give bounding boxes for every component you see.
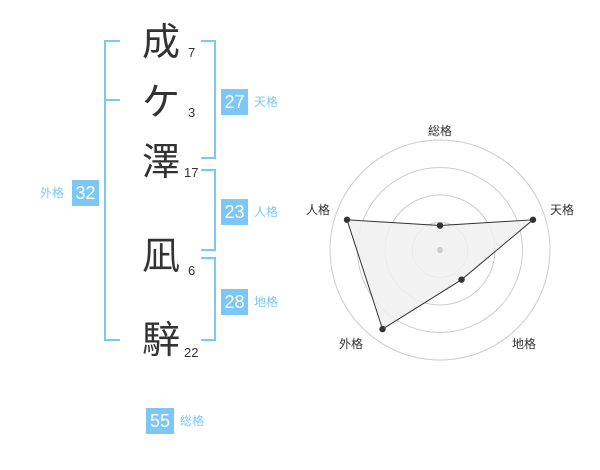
radar-points [343,216,537,333]
radar-axis-label-soukaku: 総格 [428,124,453,138]
radar-ring [329,139,551,361]
jinkaku-label: 人格 [254,205,279,219]
radar-axis-label-gaikaku: 外格 [339,337,364,351]
radar-area [346,219,535,330]
soukaku-label: 総格 [180,414,205,428]
gaikaku-label: 外格 [40,186,65,200]
radar-point-3 [458,276,465,283]
stroke-count-1: 7 [188,45,196,60]
stroke-count-2: 3 [188,105,196,120]
chikaku-value: 28 [221,289,248,315]
chikaku-bracket [201,257,216,341]
name-char-1: 成 [141,20,180,64]
radar-axis-label-chikaku: 地格 [512,337,537,351]
stroke-count-4: 6 [188,263,196,278]
tenkaku-bracket [201,40,216,159]
name-char-5: 騂 [141,318,180,362]
gaikaku-bracket [104,40,120,341]
jinkaku-bracket [201,169,216,251]
jinkaku-value: 23 [221,199,248,225]
radar-point-4 [379,325,386,333]
gaikaku-value: 32 [72,180,99,206]
name-char-3: 澤 [141,140,180,184]
radar-point-1 [436,222,444,229]
name-char-2: ケ [141,80,180,124]
radar-axis-label-tenkaku: 天格 [550,203,575,217]
stroke-count-5: 22 [184,345,199,360]
tenkaku-value: 27 [221,89,248,115]
chikaku-label: 地格 [254,295,279,309]
radar-point-5 [343,216,351,223]
name-char-4: 凪 [141,234,180,278]
stroke-count-3: 17 [184,165,199,180]
radar-point-2 [529,216,537,223]
radar-axis-label-jinkaku: 人格 [306,203,331,217]
radar-center-dot [437,247,443,253]
soukaku-value: 55 [146,408,174,434]
tenkaku-label: 天格 [254,95,279,109]
